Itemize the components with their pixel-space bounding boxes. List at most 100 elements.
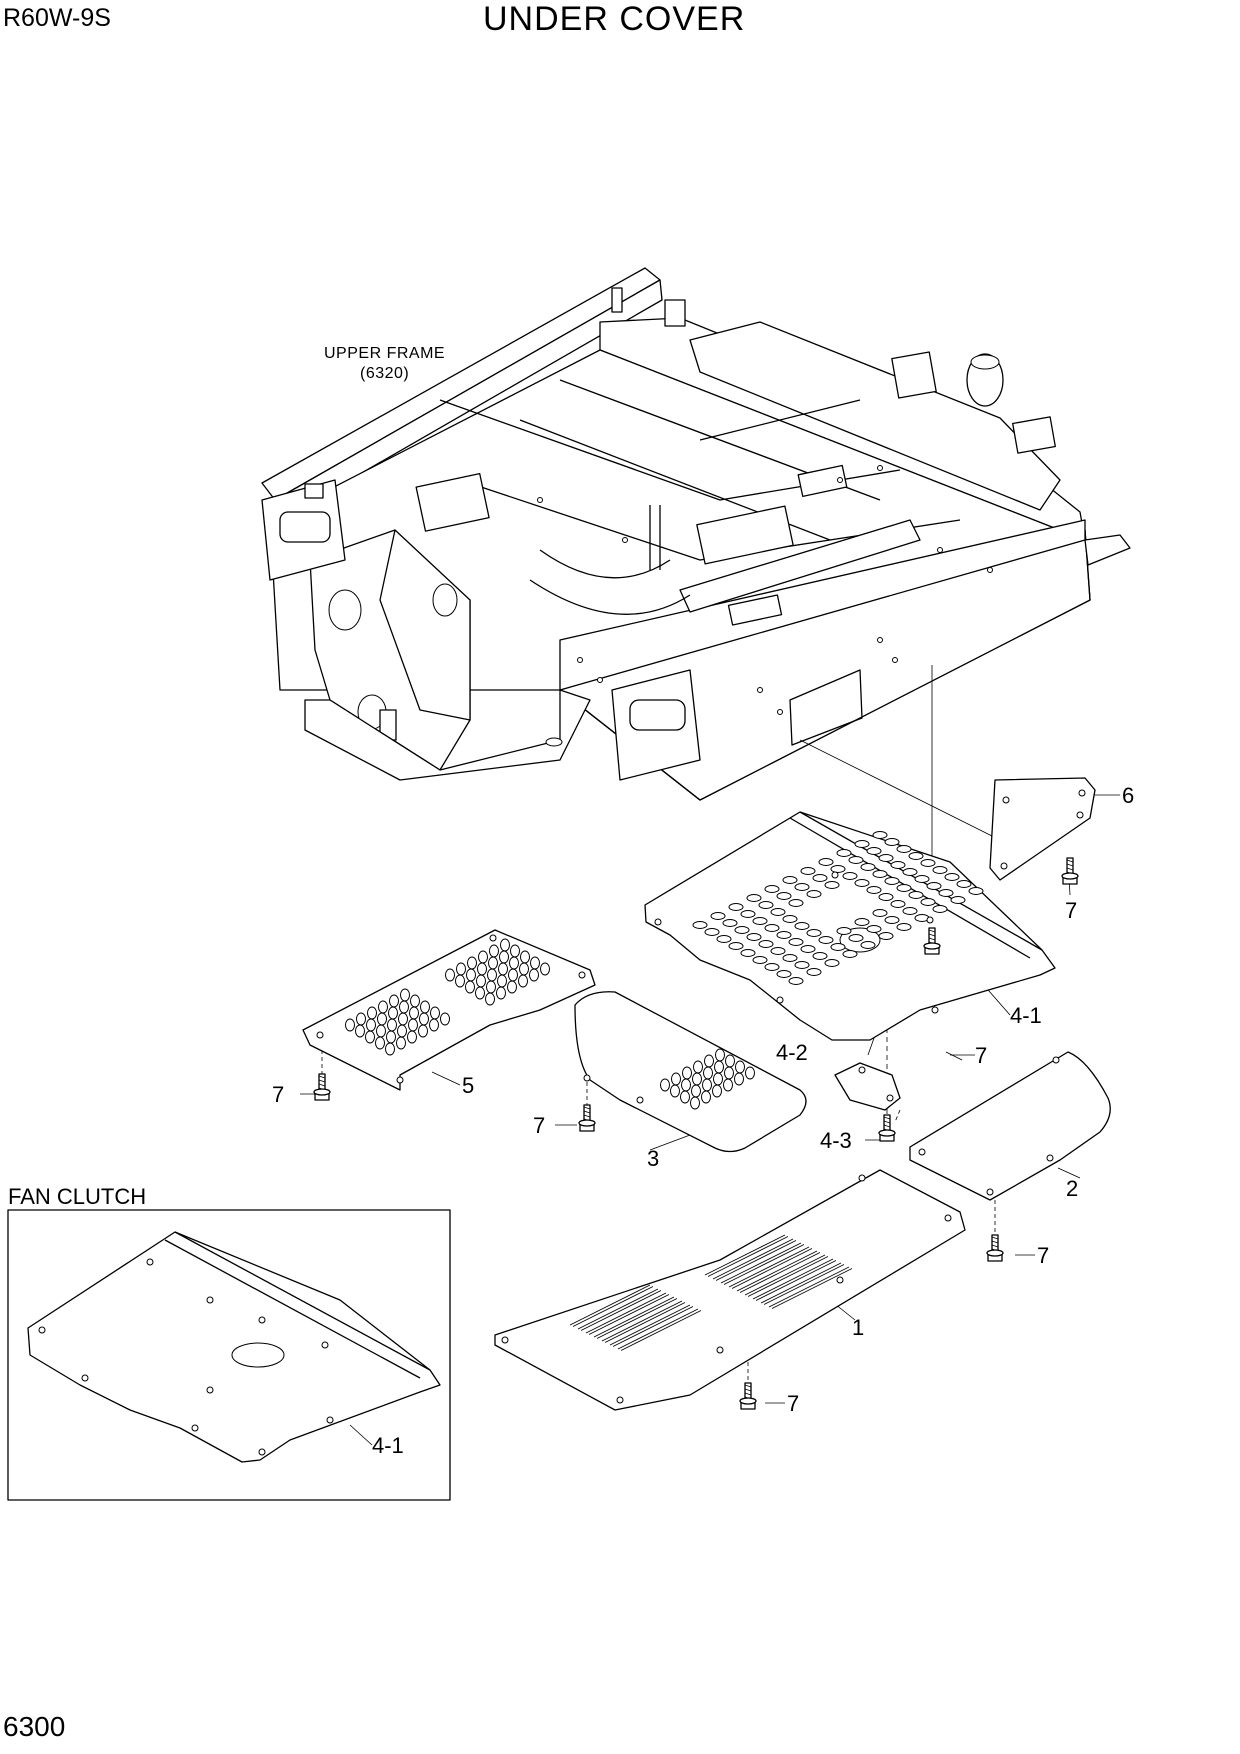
perforation-hole bbox=[681, 1078, 691, 1092]
perforation-hole bbox=[806, 929, 822, 937]
perforation-hole bbox=[409, 1006, 419, 1020]
louver-slot-edge bbox=[731, 1248, 813, 1289]
perforation-hole bbox=[389, 994, 399, 1008]
perforation-hole bbox=[716, 935, 732, 943]
perforation-hole bbox=[842, 950, 858, 958]
part-6-plate bbox=[989, 777, 1096, 881]
louver-slot-edge bbox=[588, 1294, 670, 1335]
perforation-hole bbox=[842, 872, 858, 880]
perforation-hole bbox=[950, 896, 966, 904]
callout-4-1: 4-1 bbox=[1010, 1003, 1042, 1028]
perforation-hole bbox=[926, 882, 942, 890]
perforation-hole bbox=[920, 898, 936, 906]
bolt-thread bbox=[928, 937, 936, 941]
frame-bolt-holes bbox=[537, 465, 993, 715]
perforation-hole bbox=[540, 962, 550, 976]
perforation-hole bbox=[866, 925, 882, 933]
louver-slot-edge bbox=[612, 1306, 694, 1347]
perforation-hole bbox=[487, 968, 497, 982]
perforation-hole bbox=[735, 1060, 745, 1074]
bolt-thread bbox=[583, 1106, 591, 1110]
perforation-hole bbox=[932, 866, 948, 874]
callout-7: 7 bbox=[787, 1391, 800, 1416]
perforation-hole bbox=[956, 880, 972, 888]
bolt-thread bbox=[991, 1236, 999, 1240]
perforation-hole bbox=[366, 1018, 376, 1032]
perforation-hole bbox=[510, 944, 520, 958]
perforation-hole bbox=[715, 1048, 725, 1062]
perforation-hole bbox=[824, 881, 840, 889]
perforation-hole bbox=[386, 1030, 396, 1044]
bolt-washer bbox=[878, 1129, 896, 1137]
perforation-hole bbox=[854, 879, 870, 887]
perforation-hole bbox=[519, 962, 529, 976]
perforation-hole bbox=[896, 923, 912, 931]
perforation-hole bbox=[728, 903, 744, 911]
louver-slot bbox=[577, 1288, 659, 1330]
perforation-hole bbox=[488, 956, 498, 970]
bolt-thread bbox=[583, 1110, 591, 1114]
perforation-hole bbox=[385, 1042, 395, 1056]
louver-slot bbox=[569, 1284, 651, 1326]
louver-slot bbox=[609, 1304, 691, 1346]
upper-frame-label: UPPER FRAME bbox=[324, 345, 446, 362]
perforation-hole bbox=[746, 933, 762, 941]
perforation-hole bbox=[455, 974, 465, 988]
perforation-hole bbox=[818, 858, 834, 866]
perforation-hole bbox=[467, 956, 477, 970]
perforation-hole bbox=[752, 956, 768, 964]
bolt-thread bbox=[744, 1384, 752, 1388]
callout-2: 2 bbox=[1066, 1176, 1079, 1201]
perforation-hole bbox=[740, 949, 756, 957]
model-number: R60W-9S bbox=[3, 4, 111, 32]
louver-slot bbox=[617, 1308, 699, 1350]
perforation-hole bbox=[854, 840, 870, 848]
perforation-hole bbox=[776, 970, 792, 978]
perforation-hole bbox=[788, 938, 804, 946]
callout-1: 1 bbox=[852, 1315, 865, 1340]
louver-slot-edge bbox=[604, 1302, 686, 1343]
perforation-hole bbox=[478, 950, 488, 964]
perforation-hole bbox=[691, 1084, 701, 1098]
perforation-hole bbox=[745, 1066, 755, 1080]
perforation-hole bbox=[408, 1018, 418, 1032]
perforation-hole bbox=[746, 894, 762, 902]
perforation-hole bbox=[848, 856, 864, 864]
perforation-hole bbox=[812, 874, 828, 882]
perforation-hole bbox=[530, 956, 540, 970]
perforation-hole bbox=[866, 847, 882, 855]
callout-4-3: 4-3 bbox=[820, 1128, 852, 1153]
perforation-hole bbox=[376, 1024, 386, 1038]
bolt-thread bbox=[1066, 859, 1074, 863]
bolt-thread bbox=[318, 1079, 326, 1083]
callout-7: 7 bbox=[533, 1113, 546, 1138]
louver-slot-edge bbox=[739, 1252, 821, 1293]
perforation-hole bbox=[860, 863, 876, 871]
perforation-hole bbox=[896, 884, 912, 892]
louver-slot-edge bbox=[715, 1240, 797, 1281]
louver-slot bbox=[593, 1296, 675, 1338]
perforation-hole bbox=[896, 845, 912, 853]
perforation-hole bbox=[770, 908, 786, 916]
perforation-hole bbox=[890, 900, 906, 908]
perforation-hole bbox=[456, 962, 466, 976]
callout-4-1: 4-1 bbox=[372, 1433, 404, 1458]
perforation-hole bbox=[378, 1000, 388, 1014]
perforation-hole bbox=[465, 980, 475, 994]
perforation-hole bbox=[396, 1036, 406, 1050]
part-1-cover bbox=[494, 1169, 966, 1411]
perforation-hole bbox=[703, 1066, 713, 1080]
perforation-hole bbox=[788, 977, 804, 985]
callout-7: 7 bbox=[1065, 898, 1078, 923]
perforation-hole bbox=[764, 885, 780, 893]
callout-7: 7 bbox=[272, 1082, 285, 1107]
perforation-hole bbox=[704, 928, 720, 936]
perforation-hole bbox=[680, 1090, 690, 1104]
louver-slot-edge bbox=[596, 1298, 678, 1339]
perforation-hole bbox=[818, 936, 834, 944]
louver-slot-edge bbox=[580, 1290, 662, 1331]
callout-6: 6 bbox=[1122, 783, 1135, 808]
perforation-hole bbox=[671, 1072, 681, 1086]
bolt-washer bbox=[313, 1088, 331, 1096]
perforation-hole bbox=[968, 887, 984, 895]
